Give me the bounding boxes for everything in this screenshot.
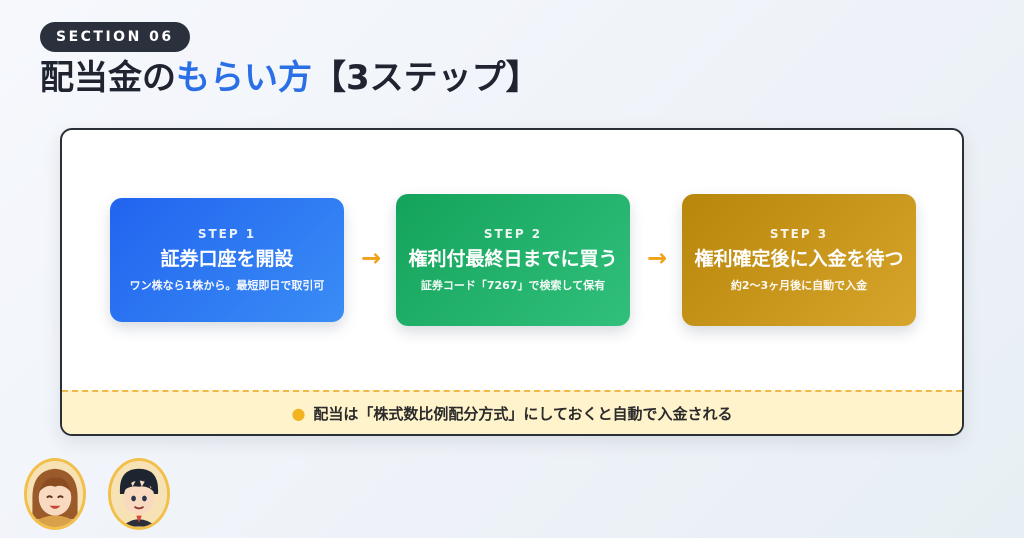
arrow-right-icon: →: [360, 244, 382, 272]
tip-text: 配当は「株式数比例配分方式」にしておくと自動で入金される: [313, 404, 733, 423]
step-label: STEP 2: [483, 226, 543, 241]
steps-row: STEP 1 証券口座を開設 ワン株なら1株から。最短即日で取引可 → STEP…: [62, 130, 962, 392]
title-suffix: 【3ステップ】: [312, 58, 540, 98]
page-title: 配当金のもらい方【3ステップ】: [40, 56, 540, 100]
tip-bar: ● 配当は「株式数比例配分方式」にしておくと自動で入金される: [62, 390, 962, 434]
step-card-2: STEP 2 権利付最終日までに買う 証券コード「7267」で検索して保有: [396, 194, 630, 326]
avatar-girl: [24, 458, 86, 530]
step-label: STEP 3: [769, 226, 829, 241]
boy-face-icon: [111, 461, 167, 527]
step-label: STEP 1: [197, 226, 257, 241]
step-title: 権利付最終日までに買う: [408, 247, 618, 270]
steps-panel: STEP 1 証券口座を開設 ワン株なら1株から。最短即日で取引可 → STEP…: [60, 128, 964, 436]
title-prefix: 配当金の: [40, 58, 176, 98]
girl-face-icon: [27, 461, 83, 527]
step-title: 権利確定後に入金を待つ: [694, 247, 904, 270]
lightbulb-icon: ●: [291, 403, 306, 423]
step-card-1: STEP 1 証券口座を開設 ワン株なら1株から。最短即日で取引可: [110, 198, 344, 322]
step-card-3: STEP 3 権利確定後に入金を待つ 約2〜3ヶ月後に自動で入金: [682, 194, 916, 326]
step-description: 約2〜3ヶ月後に自動で入金: [730, 278, 868, 292]
step-description: ワン株なら1株から。最短即日で取引可: [129, 278, 325, 292]
step-title: 証券口座を開設: [160, 247, 294, 270]
step-description: 証券コード「7267」で検索して保有: [420, 278, 606, 292]
title-accent: もらい方: [176, 58, 312, 98]
avatar-boy: [108, 458, 170, 530]
arrow-right-icon: →: [646, 244, 668, 272]
section-badge: SECTION 06: [40, 22, 190, 52]
